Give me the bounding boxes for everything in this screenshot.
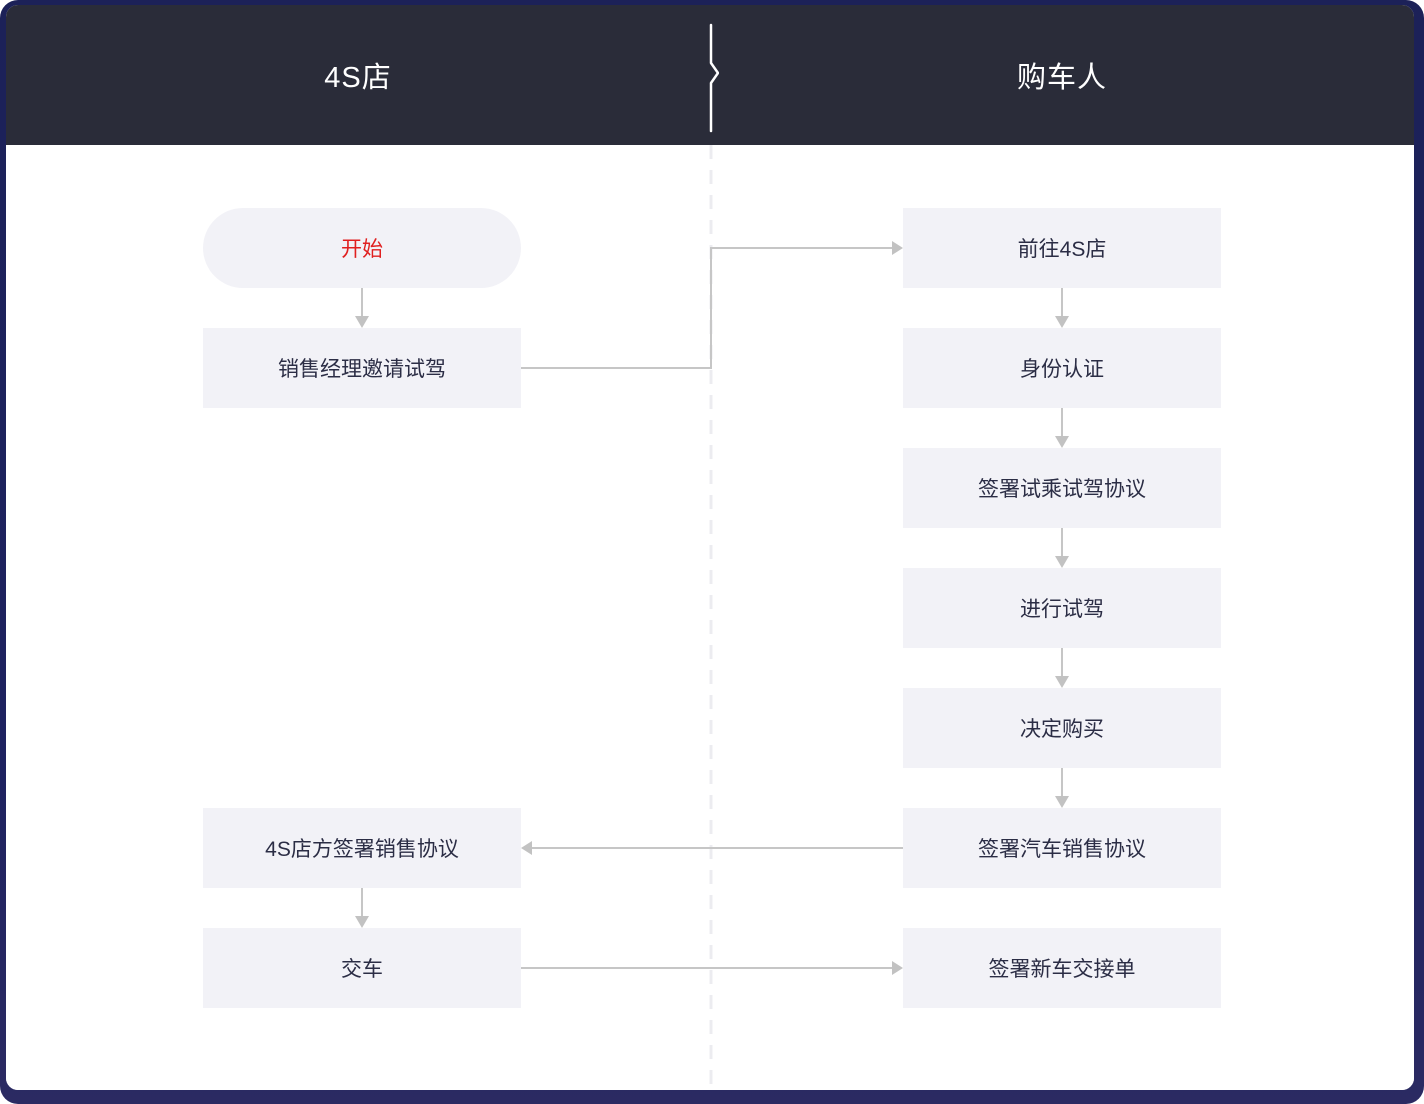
lane-divider-chevron-icon: [709, 23, 719, 133]
arrow-test-drive-to-decide: [1055, 648, 1069, 688]
swimlane-header: 4S店 购车人: [6, 5, 1414, 145]
node-identity-verification-label: 身份认证: [1020, 358, 1104, 381]
node-sign-car-sales-agreement: 签署汽车销售协议: [903, 808, 1221, 888]
lane-4s-store: 4S店: [6, 5, 710, 145]
flowchart-canvas: 开始 销售经理邀请试驾 4S店方签署销售协议 交车 前往4S店 身份认证 签署试…: [6, 145, 1414, 1090]
node-invite-test-drive-label: 销售经理邀请试驾: [278, 358, 446, 381]
lane-title-4s-store: 4S店: [324, 62, 392, 94]
arrow-decide-to-car-sales-agreement: [1055, 768, 1069, 808]
node-sign-handover-form: 签署新车交接单: [903, 928, 1221, 1008]
arrow-car-sales-to-sign-sales: [521, 841, 903, 855]
node-goto-4s-store-label: 前往4S店: [1017, 238, 1107, 261]
arrow-sign-sales-to-deliver: [355, 888, 369, 928]
node-sign-car-sales-agreement-label: 签署汽车销售协议: [978, 838, 1146, 861]
node-goto-4s-store: 前往4S店: [903, 208, 1221, 288]
node-sign-handover-form-label: 签署新车交接单: [988, 958, 1136, 981]
node-deliver-car-label: 交车: [341, 958, 383, 981]
arrow-invite-to-goto-store: [521, 241, 903, 369]
node-sign-test-drive-agreement-label: 签署试乘试驾协议: [978, 478, 1146, 501]
node-sign-test-drive-agreement: 签署试乘试驾协议: [903, 448, 1221, 528]
arrow-start-to-invite: [355, 288, 369, 328]
arrow-test-agreement-to-test-drive: [1055, 528, 1069, 568]
node-decide-to-buy: 决定购买: [903, 688, 1221, 768]
node-deliver-car: 交车: [203, 928, 521, 1008]
node-start: 开始: [203, 208, 521, 288]
node-conduct-test-drive: 进行试驾: [903, 568, 1221, 648]
node-4s-sign-sales-agreement: 4S店方签署销售协议: [203, 808, 521, 888]
node-identity-verification: 身份认证: [903, 328, 1221, 408]
node-start-label: 开始: [341, 238, 383, 261]
node-conduct-test-drive-label: 进行试驾: [1020, 598, 1104, 621]
lane-buyer: 购车人: [710, 5, 1414, 145]
arrow-identity-to-test-agreement: [1055, 408, 1069, 448]
flowchart-card: 4S店 购车人: [6, 5, 1414, 1090]
node-invite-test-drive: 销售经理邀请试驾: [203, 328, 521, 408]
node-decide-to-buy-label: 决定购买: [1020, 718, 1104, 741]
node-4s-sign-sales-agreement-label: 4S店方签署销售协议: [265, 838, 459, 861]
arrow-deliver-to-handover: [521, 961, 903, 975]
lane-title-buyer: 购车人: [1016, 62, 1107, 94]
arrow-goto-to-identity: [1055, 288, 1069, 328]
